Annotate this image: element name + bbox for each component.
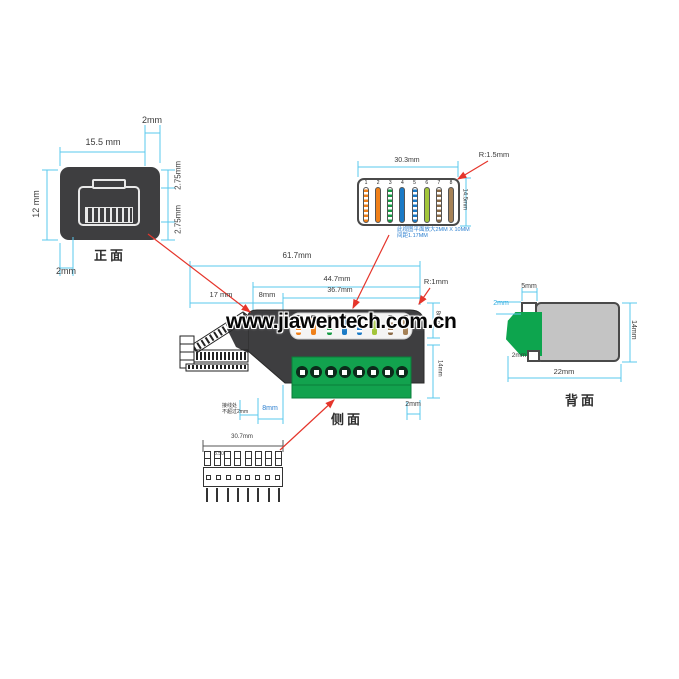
terminal-screw xyxy=(395,366,408,378)
dim-front-top-offset: 2mm xyxy=(142,115,162,125)
detail-pin xyxy=(277,488,280,502)
watermark-text: www.jiawentech.com.cn xyxy=(226,310,457,333)
dim-side-body-height: 14mm xyxy=(436,359,443,377)
detail-screw xyxy=(254,451,262,466)
td-screw-row xyxy=(204,451,282,466)
dim-side-radius: R:1mm xyxy=(423,277,449,286)
wire-6: 6 xyxy=(423,181,431,224)
wire-note-line2: 间距1.17MM xyxy=(397,233,428,239)
detail-hole xyxy=(274,474,280,480)
wire-5: 5 xyxy=(411,181,419,224)
detail-hole xyxy=(235,474,241,480)
dim-side-overall: 61.7mm xyxy=(282,251,312,260)
detail-screw xyxy=(264,451,272,466)
detail-pin xyxy=(206,488,208,502)
terminal-screw xyxy=(310,366,323,378)
detail-screw xyxy=(234,451,242,466)
detail-pin xyxy=(226,488,229,502)
dim-rear-bottom-notch: 2mm xyxy=(511,352,527,359)
detail-hole xyxy=(245,474,251,480)
side-note-line2: 不超过2mm xyxy=(222,409,249,415)
wire-8: 8 xyxy=(447,181,455,224)
dim-front-height: 12 mm xyxy=(31,190,42,218)
terminal-screw xyxy=(338,366,351,378)
terminal-screw xyxy=(296,366,308,378)
detail-hole xyxy=(264,474,270,480)
dim-side-clip: 17 mm xyxy=(209,290,233,299)
td-pin-row xyxy=(206,488,280,502)
terminal-screw xyxy=(381,366,394,378)
wire-4: 4 xyxy=(398,181,406,224)
dim-side-front: 8mm xyxy=(258,290,276,299)
terminal-screw xyxy=(353,366,366,378)
terminal-screw xyxy=(324,366,337,378)
dim-side-body: 44.7mm xyxy=(323,274,351,283)
detail-hole xyxy=(255,474,261,480)
rear-view-label: 背面 xyxy=(564,393,597,408)
dim-detail-width: 30.7mm xyxy=(231,434,253,440)
wire-2: 2 xyxy=(374,181,382,224)
detail-hole xyxy=(216,474,222,480)
detail-pin xyxy=(216,488,219,502)
wire-1: 1 xyxy=(362,181,370,224)
detail-hole xyxy=(206,474,212,480)
dim-front-bottom-offset: 2mm xyxy=(56,266,76,276)
detail-pin xyxy=(267,488,270,502)
side-terminal-screws xyxy=(296,366,408,379)
detail-pin xyxy=(257,488,260,502)
detail-hole xyxy=(225,474,231,480)
detail-pin xyxy=(236,488,239,502)
rj45-jack-tab-icon xyxy=(92,179,126,189)
dim-front-right-top: 2.75mm xyxy=(173,160,183,190)
td-body-row xyxy=(203,467,283,487)
wire-note-line1: 此视图平面放大2MM X 10MM xyxy=(397,227,470,233)
dim-front-right-bottom: 2.75mm xyxy=(173,204,183,234)
dim-side-bottom-front: 8mm xyxy=(262,405,278,412)
terminal-screw xyxy=(367,366,380,378)
detail-pin xyxy=(247,488,250,502)
rear-view-body xyxy=(535,302,620,362)
dim-front-width: 15.5 mm xyxy=(85,137,121,147)
front-view-label: 正面 xyxy=(93,248,126,263)
dim-wire-radius: R:1.5mm xyxy=(478,150,510,159)
dim-detail-pitch: 3.50 xyxy=(214,451,224,457)
side-view-label: 侧面 xyxy=(330,412,363,427)
dim-wire-width: 30.3mm xyxy=(394,157,420,164)
dim-rear-notch-width: 5mm xyxy=(521,283,537,290)
wire-7: 7 xyxy=(435,181,443,224)
wire-3: 3 xyxy=(386,181,394,224)
dim-side-bottom-rear: 2mm xyxy=(405,401,421,408)
dim-rear-notch-height: 2mm xyxy=(493,300,509,307)
dim-rear-height: 14mm xyxy=(629,320,637,340)
detail-screw xyxy=(244,451,252,466)
dim-wire-height: 14.5mm xyxy=(461,188,468,211)
dim-side-terminal: 36.7mm xyxy=(327,287,353,294)
dim-rear-width: 22mm xyxy=(553,367,575,376)
rj45-jack-pins-icon xyxy=(85,207,133,223)
detail-screw xyxy=(274,451,282,466)
